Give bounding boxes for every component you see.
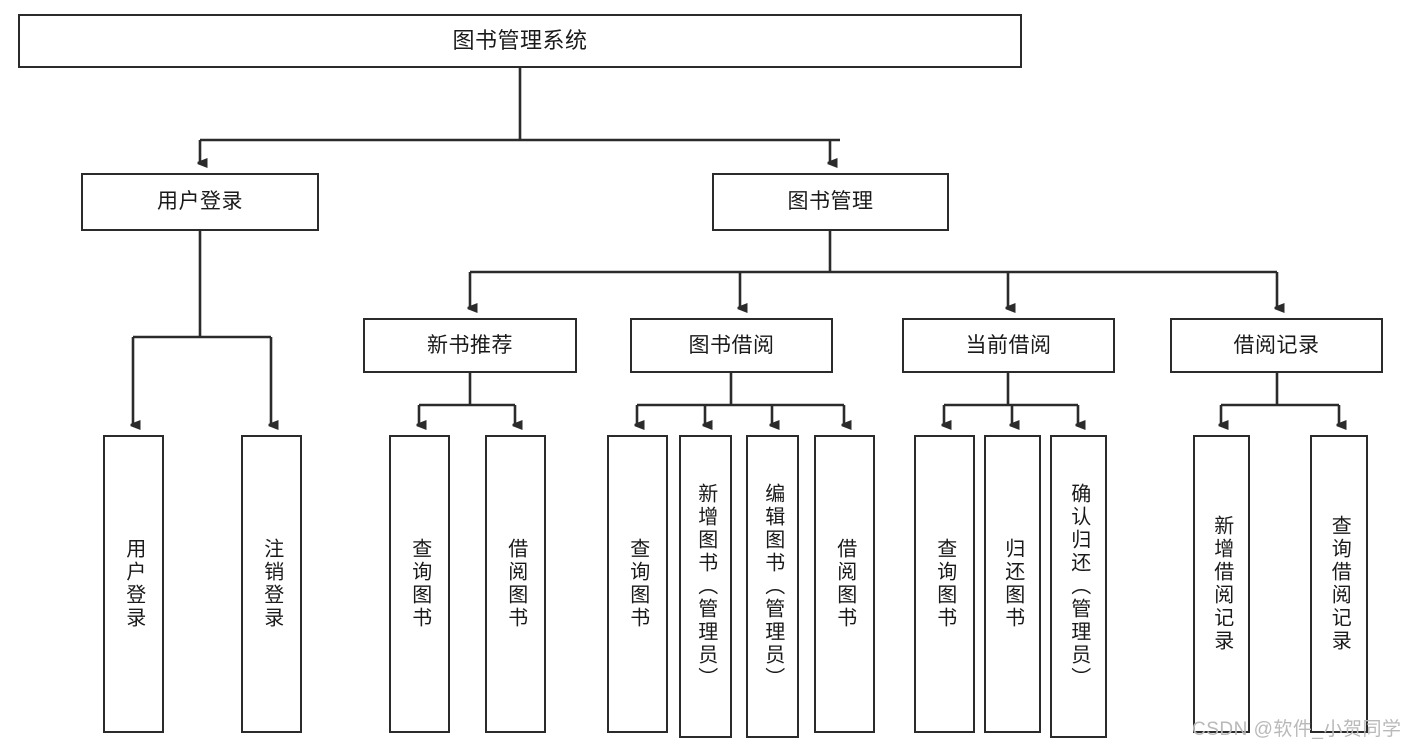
leaf-return-book-label: 归还图书	[1001, 538, 1024, 630]
leaf-query-book-recommend-label: 查询图书	[408, 538, 431, 630]
leaf-query-book-current[interactable]: 查询图书	[914, 435, 975, 733]
leaf-edit-book-admin[interactable]: 编辑图书（管理员）	[746, 435, 799, 738]
node-book-borrow-label: 图书借阅	[688, 333, 775, 357]
leaf-logout-label: 注销登录	[260, 538, 283, 630]
leaf-confirm-return-admin-label: 确认归还（管理员）	[1067, 483, 1090, 690]
node-book-borrow[interactable]: 图书借阅	[630, 318, 833, 373]
node-book-manage[interactable]: 图书管理	[712, 173, 949, 231]
leaf-confirm-return-admin[interactable]: 确认归还（管理员）	[1050, 435, 1107, 738]
leaf-query-borrow-record[interactable]: 查询借阅记录	[1310, 435, 1368, 733]
node-borrow-record[interactable]: 借阅记录	[1170, 318, 1383, 373]
node-root[interactable]: 图书管理系统	[18, 14, 1022, 68]
leaf-add-borrow-record-label: 新增借阅记录	[1210, 515, 1233, 653]
node-root-label: 图书管理系统	[452, 27, 588, 53]
leaf-query-book-current-label: 查询图书	[933, 538, 956, 630]
leaf-logout[interactable]: 注销登录	[241, 435, 302, 733]
leaf-user-login[interactable]: 用户登录	[103, 435, 164, 733]
node-new-book-recommend-label: 新书推荐	[427, 333, 513, 357]
node-user-login[interactable]: 用户登录	[81, 173, 319, 231]
node-current-borrow[interactable]: 当前借阅	[902, 318, 1115, 373]
leaf-return-book[interactable]: 归还图书	[984, 435, 1041, 733]
leaf-user-login-label: 用户登录	[122, 538, 145, 630]
leaf-borrow-book-recommend-label: 借阅图书	[504, 538, 527, 630]
node-current-borrow-label: 当前借阅	[965, 333, 1052, 357]
leaf-edit-book-admin-label: 编辑图书（管理员）	[761, 483, 784, 690]
leaf-borrow-book-borrow-label: 借阅图书	[833, 538, 856, 630]
node-book-manage-label: 图书管理	[787, 190, 874, 214]
node-user-login-label: 用户登录	[157, 190, 243, 214]
node-borrow-record-label: 借阅记录	[1233, 333, 1320, 357]
node-new-book-recommend[interactable]: 新书推荐	[363, 318, 577, 373]
leaf-add-book-admin[interactable]: 新增图书（管理员）	[679, 435, 732, 738]
leaf-query-book-borrow-label: 查询图书	[626, 538, 649, 630]
leaf-query-book-recommend[interactable]: 查询图书	[389, 435, 450, 733]
leaf-query-borrow-record-label: 查询借阅记录	[1328, 515, 1351, 653]
leaf-add-book-admin-label: 新增图书（管理员）	[694, 483, 717, 690]
leaf-query-book-borrow[interactable]: 查询图书	[607, 435, 668, 733]
leaf-add-borrow-record[interactable]: 新增借阅记录	[1193, 435, 1250, 733]
leaf-borrow-book-borrow[interactable]: 借阅图书	[814, 435, 875, 733]
leaf-borrow-book-recommend[interactable]: 借阅图书	[485, 435, 546, 733]
